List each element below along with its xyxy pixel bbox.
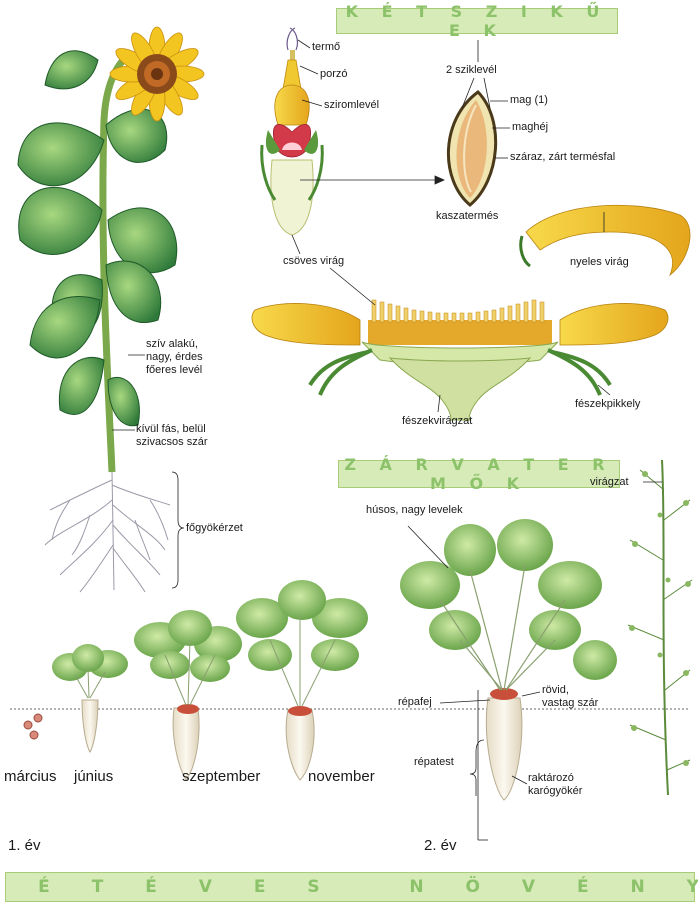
label-ray-flower: nyeles virág (570, 256, 629, 269)
sunflower-leaf (18, 123, 104, 186)
label-root: főgyökérzet (186, 522, 243, 535)
label-stamen: porzó (320, 68, 348, 81)
label-storage-root: raktározó karógyökér (528, 772, 582, 798)
label-cotyledons: 2 sziklevél (446, 64, 497, 77)
beet-november (236, 580, 368, 780)
month-march: március (4, 768, 57, 785)
label-bract: fészekpikkely (575, 398, 640, 411)
sunflower-leaf (59, 357, 104, 414)
month-november: november (308, 768, 375, 785)
banner-biennial: K É T É V E S N Ö V É N Y (5, 872, 695, 902)
month-september: szeptember (182, 768, 260, 785)
label-tubular-flower: csöves virág (283, 255, 344, 268)
tubular-flower-illustration (262, 28, 323, 235)
label-flower-head: fészekvirágzat (402, 415, 472, 428)
seeds (24, 714, 42, 739)
sunflower-head (110, 27, 204, 121)
beet-june (52, 644, 128, 752)
year-first: 1. év (8, 837, 41, 854)
achene-illustration (448, 92, 495, 205)
sunflower-plant (18, 27, 204, 592)
label-fruit-wall: száraz, zárt termésfal (510, 151, 615, 164)
sunflower-taproot (45, 472, 170, 592)
year-second: 2. év (424, 837, 457, 854)
sunflower-leaf (45, 51, 98, 89)
label-seedcoat: maghéj (512, 121, 548, 134)
sunflower-leaf (19, 187, 102, 254)
label-petal: sziromlevél (324, 99, 379, 112)
label-stem: kívül fás, belül szivacsos szár (136, 423, 208, 449)
label-crown: répafej (398, 696, 432, 709)
banner-angiosperms: Z Á R V A T E R M Ő K (338, 460, 620, 488)
label-beet-body: répatest (414, 756, 454, 769)
beet-inflorescence (628, 460, 692, 795)
label-achene: kaszatermés (436, 210, 498, 223)
label-short-stem: rövid, vastag szár (542, 684, 598, 710)
month-june: június (74, 768, 113, 785)
beet-september (134, 610, 242, 780)
sunflower-leaf (30, 296, 100, 358)
label-beet-leaves: húsos, nagy levelek (366, 504, 463, 517)
label-inflorescence: virágzat (590, 476, 629, 489)
label-seed: mag (1) (510, 94, 548, 107)
label-heart-leaf: szív alakú, nagy, érdes főeres levél (146, 338, 203, 377)
label-pistil: termő (312, 41, 340, 54)
banner-dicots: K É T S Z I K Ű E K (336, 8, 618, 34)
